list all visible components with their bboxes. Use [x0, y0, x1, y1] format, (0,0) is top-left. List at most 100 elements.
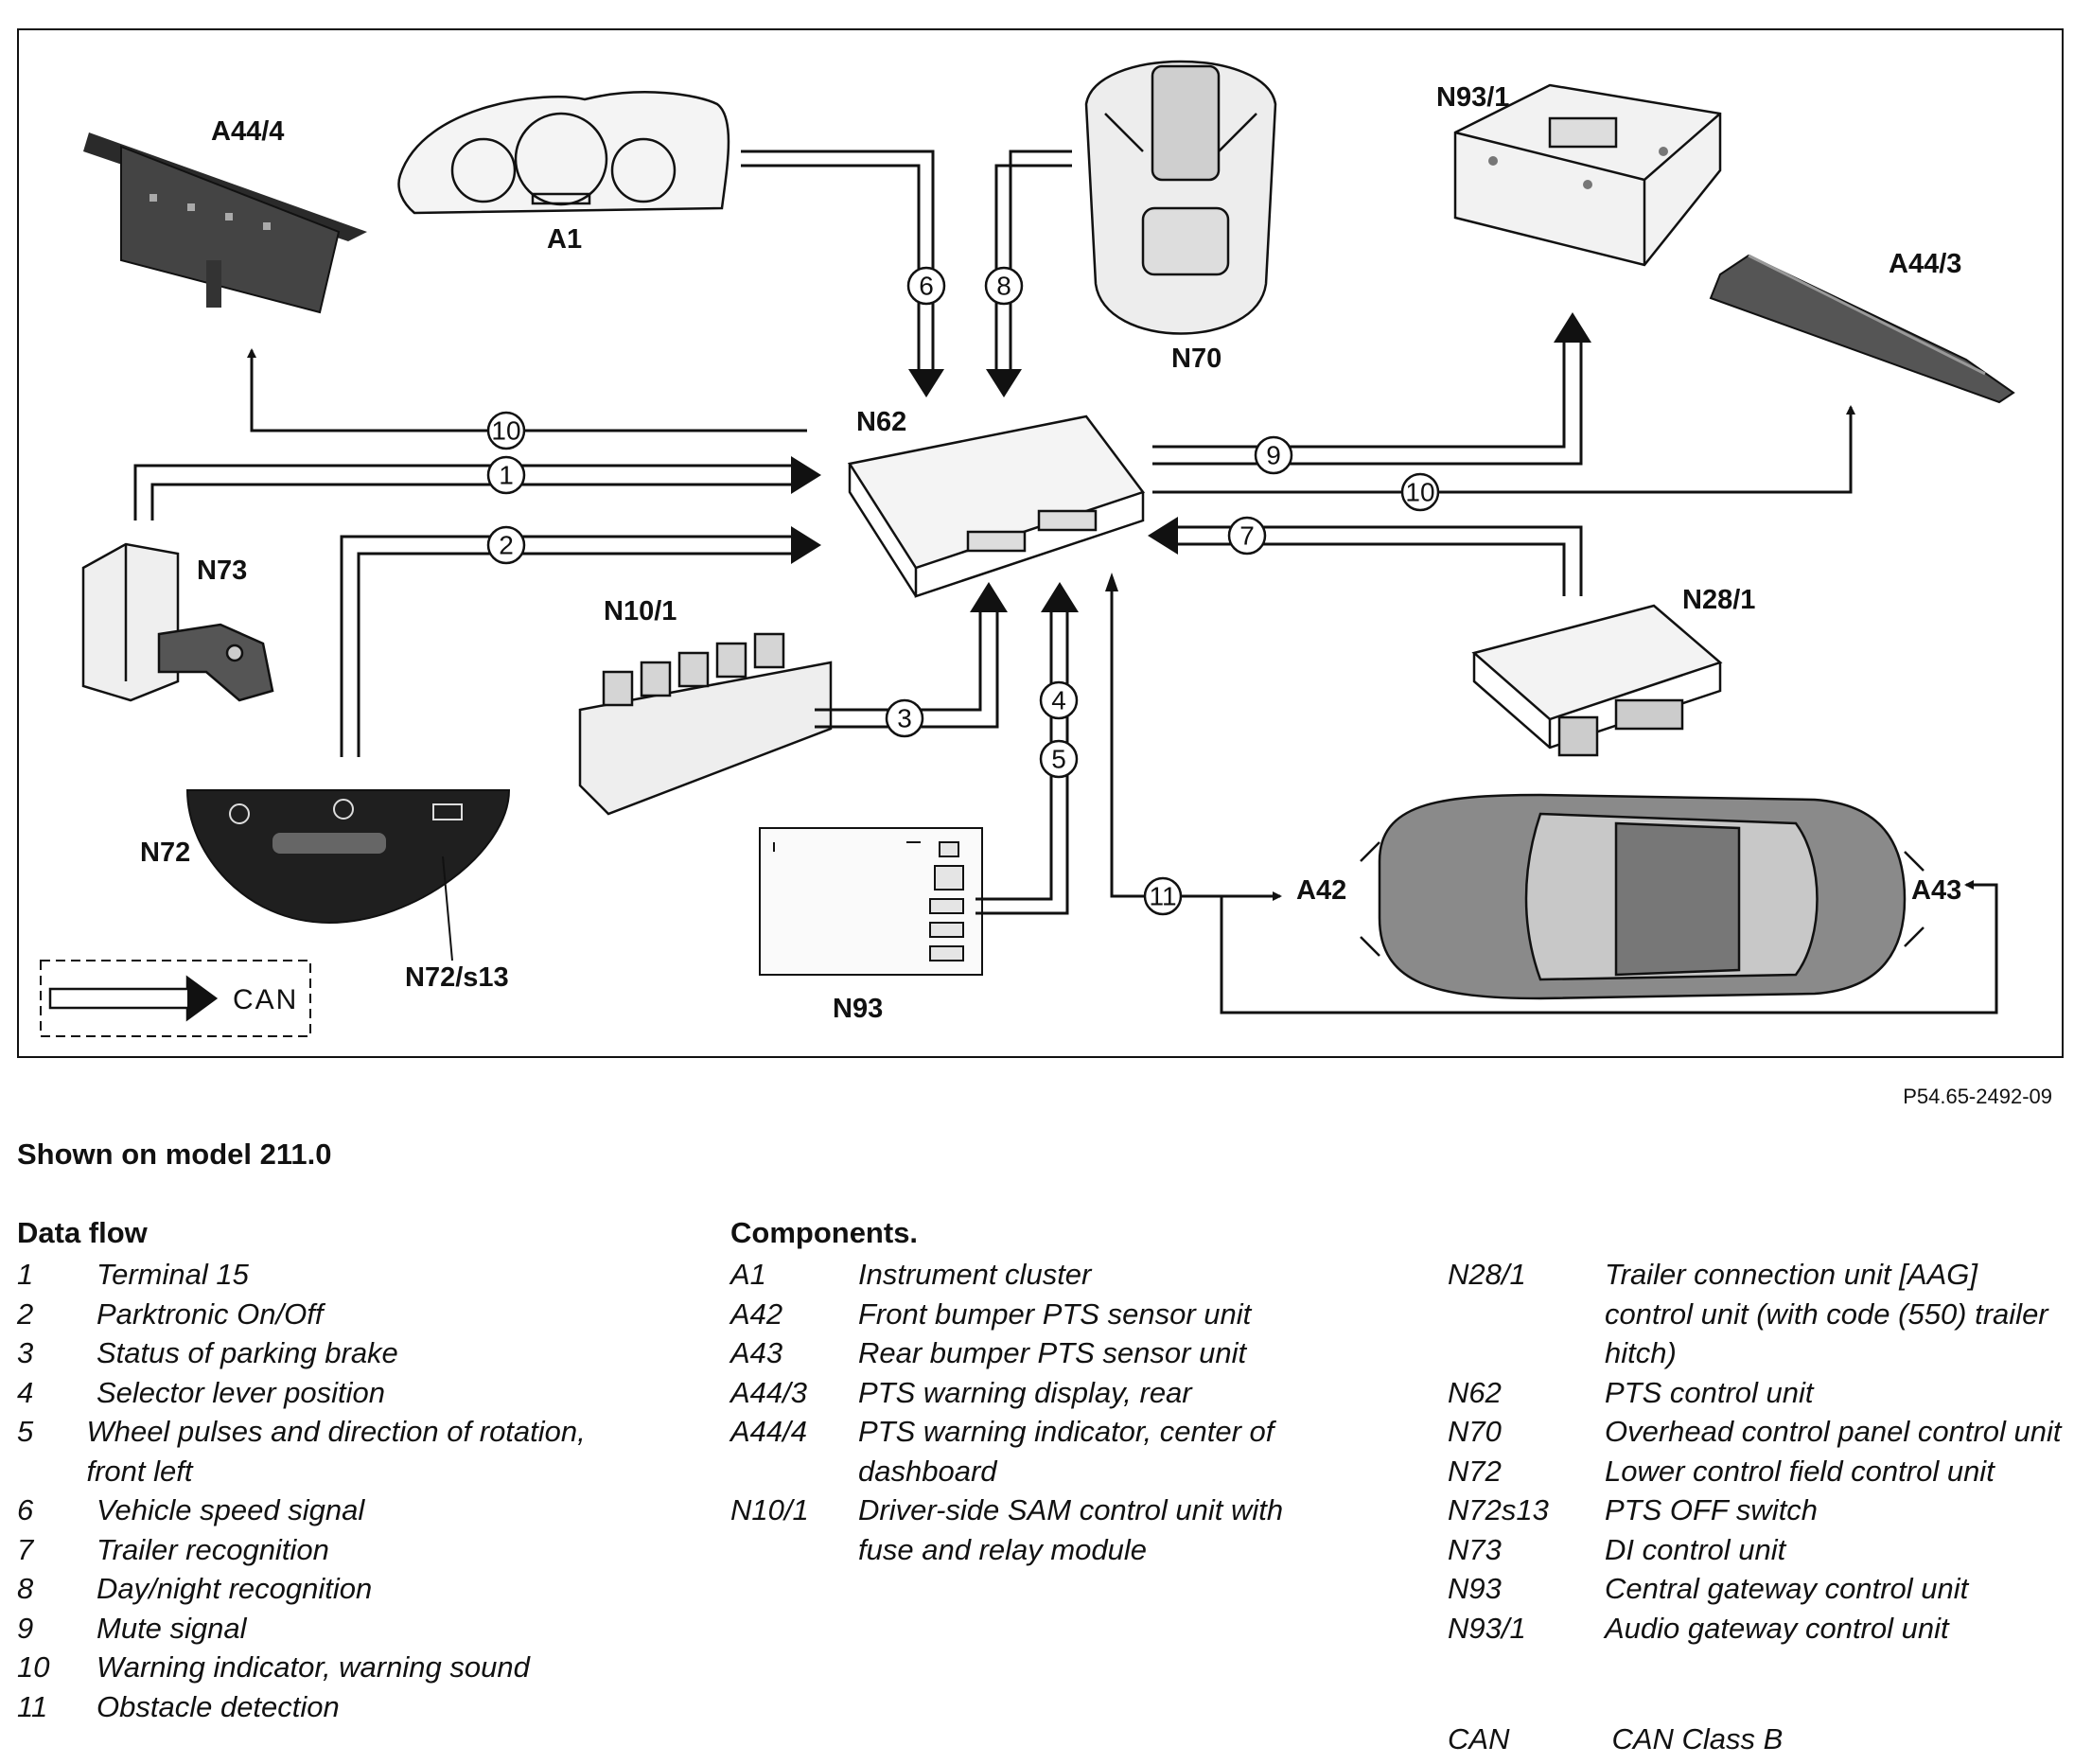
n28-1-trailer-connection-unit-icon [1471, 604, 1723, 757]
can-legend-row: CAN CAN Class B [1448, 1720, 2072, 1759]
label-n72-s13: N72/s13 [405, 962, 509, 993]
components-list-2: N28/1 Trailer connection unit [AAG] contr… [1448, 1255, 2072, 1648]
data-flow-heading: Data flow [17, 1216, 148, 1249]
legend-desc: Parktronic On/Off [97, 1297, 324, 1331]
n93-central-gateway-icon [759, 827, 983, 976]
flow-number-11: 11 [1149, 882, 1176, 911]
flow-10-line-left [247, 348, 807, 432]
legend-code: A1 [730, 1258, 766, 1291]
legend-desc: Trailer connection unit [AAG] control un… [1604, 1258, 2048, 1369]
model-subtitle: Shown on model 211.0 [17, 1138, 332, 1171]
label-n62: N62 [856, 407, 906, 437]
flow-2-line [340, 535, 793, 757]
legend-desc: Overhead control panel control unit [1604, 1415, 2062, 1448]
legend-row: A1 Instrument cluster [730, 1255, 1336, 1295]
label-n93: N93 [833, 994, 883, 1024]
legend-code: N28/1 [1448, 1258, 1526, 1291]
a44-4-warning-indicator-icon [83, 132, 367, 314]
legend-row: N62 PTS control unit [1448, 1373, 2072, 1413]
a1-instrument-cluster-icon [397, 91, 730, 215]
legend-desc: DI control unit [1604, 1532, 1786, 1566]
flow-10-line-right [1152, 405, 1855, 494]
flow-number-10-right: 10 [1405, 478, 1434, 507]
arrowhead-2 [791, 526, 821, 564]
components-heading: Components. [730, 1216, 919, 1249]
legend-code: N72s13 [1448, 1493, 1549, 1526]
flow-number-8: 8 [996, 272, 1011, 301]
legend-desc: Trailer recognition [97, 1532, 329, 1566]
flow-number-4: 4 [1051, 686, 1066, 715]
legend-desc: Driver-side SAM control unit with fuse a… [858, 1493, 1284, 1566]
legend-code: N72 [1448, 1454, 1502, 1488]
legend-row: N93 Central gateway control unit [1448, 1569, 2072, 1609]
legend-desc: Vehicle speed signal [97, 1493, 365, 1526]
legend-code: A44/4 [730, 1415, 808, 1448]
legend-desc: Instrument cluster [858, 1258, 1092, 1291]
legend-desc: Selector lever position [97, 1375, 385, 1409]
legend-row: N72 Lower control field control unit [1448, 1452, 2072, 1491]
flow-number-6: 6 [919, 272, 934, 301]
flow-3-line [815, 610, 999, 729]
flow-11-line [1110, 587, 1282, 901]
flow-number-7: 7 [1239, 521, 1255, 551]
legend-desc: Terminal 15 [97, 1258, 249, 1291]
flow-number-5: 5 [1051, 745, 1066, 774]
car-top-view-icon [1360, 793, 1925, 1000]
label-n10-1: N10/1 [604, 596, 677, 626]
flow-arrowheads [791, 312, 1591, 612]
flow-number-3: 3 [897, 704, 912, 733]
legend-code: 7 [17, 1532, 34, 1566]
legend-desc: Central gateway control unit [1604, 1572, 1969, 1605]
legend-desc: Audio gateway control unit [1604, 1611, 1949, 1645]
legend-code: N70 [1448, 1415, 1502, 1448]
legend-desc: Mute signal [97, 1611, 247, 1645]
legend-desc: PTS warning indicator, center of dashboa… [858, 1415, 1274, 1488]
legend-row: 7 Trailer recognition [17, 1530, 623, 1570]
n70-overhead-panel-icon [1084, 60, 1277, 335]
can-legend: CAN [40, 960, 311, 1037]
legend-row: N93/1 Audio gateway control unit [1448, 1609, 2072, 1649]
can-data-flow-diagram: A44/4 A1 N70 N93/1 A44/3 N62 [17, 28, 2064, 1058]
legend-row: N28/1 Trailer connection unit [AAG] contr… [1448, 1255, 2072, 1373]
legend-row: 10 Warning indicator, warning sound [17, 1648, 623, 1687]
label-n72: N72 [140, 838, 190, 868]
legend-code: 1 [17, 1258, 34, 1291]
n72-lower-control-field-icon [185, 789, 511, 961]
legend-code: 6 [17, 1493, 34, 1526]
legend-code: N93 [1448, 1572, 1502, 1605]
arrowhead-7 [1148, 517, 1178, 555]
legend-code: 11 [17, 1689, 48, 1723]
n93-1-audio-gateway-icon [1453, 83, 1722, 267]
flow-1-line [133, 464, 793, 520]
legend-code: N62 [1448, 1375, 1502, 1409]
flow-7-line [1176, 525, 1583, 596]
n62-pts-control-unit-icon [847, 415, 1146, 598]
legend-desc: Obstacle detection [97, 1689, 340, 1723]
legend-desc: Warning indicator, warning sound [97, 1650, 530, 1684]
legend-code: N93/1 [1448, 1611, 1526, 1645]
legend-code: 10 [17, 1650, 50, 1684]
legend-desc: Lower control field control unit [1604, 1454, 1995, 1488]
legend-row: A44/4 PTS warning indicator, center of da… [730, 1412, 1336, 1491]
arrowhead-4-5 [1041, 582, 1079, 612]
flow-number-9: 9 [1266, 441, 1281, 470]
arrowhead-1 [791, 456, 821, 494]
legend-row: 1 Terminal 15 [17, 1255, 623, 1295]
label-n28-1: N28/1 [1682, 585, 1755, 615]
legend-code: 5 [17, 1415, 34, 1448]
arrowhead-9 [1554, 312, 1591, 343]
legend-row: N70 Overhead control panel control unit [1448, 1412, 2072, 1452]
legend-desc: Day/night recognition [97, 1572, 373, 1605]
label-n70: N70 [1171, 344, 1222, 374]
legend-desc: PTS control unit [1604, 1375, 1814, 1409]
flow-6-line [741, 150, 935, 371]
